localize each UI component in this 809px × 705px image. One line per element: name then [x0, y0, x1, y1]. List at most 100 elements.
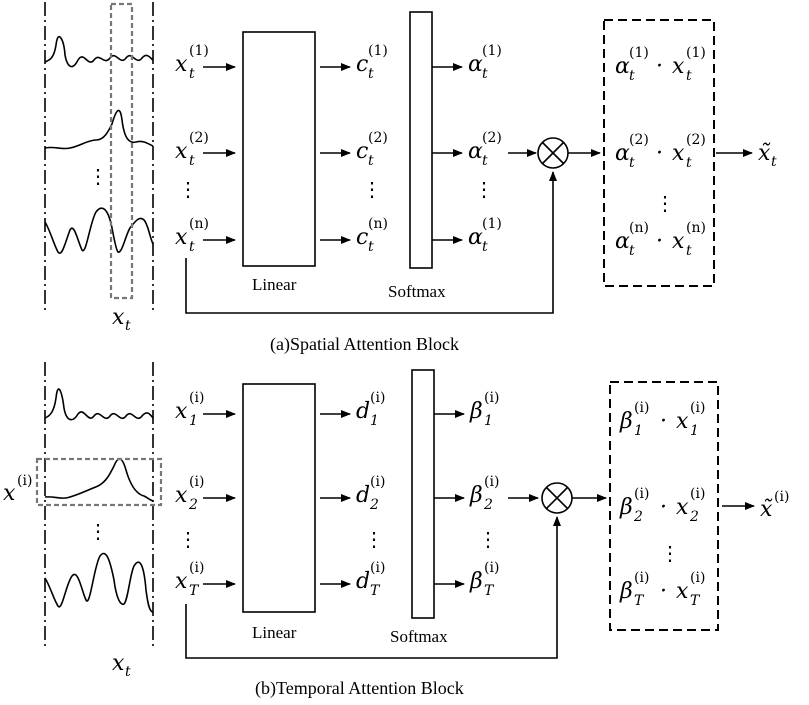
svg-text:x: x: [3, 481, 16, 506]
svg-text:(i): (i): [484, 390, 499, 406]
temporal-softmax-label: Softmax: [390, 627, 448, 646]
temporal-linear-output-2: d (i) 2: [356, 474, 385, 513]
svg-text:t: t: [368, 66, 374, 82]
svg-text:·: ·: [656, 229, 663, 254]
svg-text:T: T: [634, 593, 645, 609]
temporal-product-2: β (i) 2 · x (i) 2: [619, 486, 705, 525]
svg-text:(i): (i): [634, 486, 649, 502]
spatial-product-2: α (2) t · x (2) t: [615, 132, 706, 171]
svg-text:(2): (2): [189, 130, 209, 146]
svg-text:2: 2: [689, 509, 699, 525]
svg-text:x: x: [175, 225, 188, 250]
svg-text:x: x: [672, 229, 685, 254]
temporal-softmax-output-2: β (i) 2: [469, 474, 499, 513]
spatial-input-1: x (1) t: [175, 43, 209, 82]
svg-text:(2): (2): [629, 132, 649, 148]
svg-text:t: t: [686, 243, 692, 259]
svg-text:t: t: [686, 68, 692, 84]
temporal-softmax-output-T: β (i) T: [469, 560, 499, 599]
svg-text:x: x: [672, 54, 685, 79]
svg-text:2: 2: [188, 497, 198, 513]
temporal-softmax-vdots: ⋮: [478, 527, 498, 551]
temporal-product-1: β (i) 1 · x (i) 1: [619, 400, 705, 439]
svg-text:β: β: [469, 399, 483, 424]
temporal-product-vdots: ⋮: [660, 541, 680, 565]
svg-text:(2): (2): [368, 130, 388, 146]
spatial-linear-output-1: c (1) t: [356, 43, 388, 82]
spatial-linear-box: [242, 31, 316, 267]
spatial-softmax-box: [409, 11, 433, 269]
temporal-linear-output-1: d (i) 1: [356, 390, 385, 429]
svg-text:c: c: [356, 139, 368, 164]
temporal-linear-label: Linear: [252, 623, 297, 642]
temporal-window-label: x t: [112, 651, 131, 680]
svg-text:·: ·: [656, 54, 663, 79]
svg-text:x: x: [112, 305, 125, 330]
temporal-signal-vdots: ⋮: [88, 519, 108, 543]
temporal-multiply-node: [541, 482, 573, 514]
spatial-softmax-vdots: ⋮: [474, 177, 494, 201]
svg-text:x̃: x̃: [760, 497, 773, 522]
svg-text:·: ·: [660, 495, 667, 520]
spatial-linear-label: Linear: [252, 275, 297, 294]
spatial-signal-vdots: ⋮: [88, 164, 108, 188]
svg-text:·: ·: [660, 579, 667, 604]
svg-text:β: β: [469, 483, 483, 508]
temporal-linear-vdots: ⋮: [364, 527, 384, 551]
spatial-attention-block: ⋮ x t x (1) t x (2) t ⋮ x (n) t Linear: [44, 2, 777, 355]
svg-text:2: 2: [483, 497, 493, 513]
svg-text:d: d: [356, 483, 370, 508]
svg-text:t: t: [482, 66, 488, 82]
svg-text:(i): (i): [774, 489, 789, 505]
svg-text:(i): (i): [484, 560, 499, 576]
svg-text:β: β: [619, 579, 633, 604]
svg-text:1: 1: [370, 413, 379, 429]
svg-text:(i): (i): [189, 474, 204, 490]
spatial-input-n: x (n) t: [175, 216, 209, 255]
svg-text:2: 2: [369, 497, 379, 513]
temporal-signal-2: [44, 458, 154, 502]
svg-text:(2): (2): [482, 130, 502, 146]
spatial-output: x̃ t: [758, 141, 777, 170]
temporal-attention-block: x (i) ⋮ x t x (i) 1 x (i) 2 ⋮ x (i) T L: [3, 362, 789, 699]
svg-text:T: T: [189, 583, 200, 599]
svg-text:x: x: [676, 579, 689, 604]
temporal-product-T: β (i) T · x (i) T: [619, 570, 705, 609]
spatial-window-label: x t: [112, 305, 131, 334]
svg-text:t: t: [686, 155, 692, 171]
temporal-signal-1: [44, 388, 154, 421]
svg-text:α: α: [615, 141, 630, 166]
svg-text:α: α: [468, 225, 483, 250]
spatial-product-n: α (n) t · x (n) t: [615, 220, 706, 259]
spatial-linear-output-2: c (2) t: [356, 130, 388, 169]
svg-text:(1): (1): [686, 45, 706, 61]
svg-text:t: t: [482, 239, 488, 255]
svg-text:1: 1: [634, 423, 643, 439]
temporal-input-vdots: ⋮: [178, 527, 198, 551]
svg-text:c: c: [356, 52, 368, 77]
spatial-signal-n: [44, 207, 154, 254]
svg-text:(1): (1): [482, 216, 502, 232]
temporal-row-label: x (i): [3, 473, 32, 506]
svg-text:t: t: [125, 318, 131, 334]
svg-text:α: α: [615, 54, 630, 79]
svg-text:t: t: [629, 68, 635, 84]
svg-text:t: t: [368, 153, 374, 169]
svg-text:T: T: [690, 593, 701, 609]
svg-text:t: t: [125, 664, 131, 680]
spatial-skip-connection: [185, 171, 557, 314]
svg-text:(1): (1): [482, 43, 502, 59]
spatial-input-vdots: ⋮: [178, 177, 198, 201]
svg-text:t: t: [629, 155, 635, 171]
temporal-linear-output-T: d (i) T: [356, 560, 385, 599]
svg-text:β: β: [619, 495, 633, 520]
svg-text:(i): (i): [370, 560, 385, 576]
spatial-caption: (a)Spatial Attention Block: [270, 334, 459, 355]
svg-text:x: x: [175, 139, 188, 164]
svg-text:(i): (i): [189, 390, 204, 406]
svg-text:(n): (n): [629, 220, 649, 236]
svg-text:1: 1: [189, 413, 198, 429]
svg-text:d: d: [356, 569, 370, 594]
temporal-input-T: x (i) T: [175, 560, 204, 599]
spatial-softmax-label: Softmax: [388, 282, 446, 301]
